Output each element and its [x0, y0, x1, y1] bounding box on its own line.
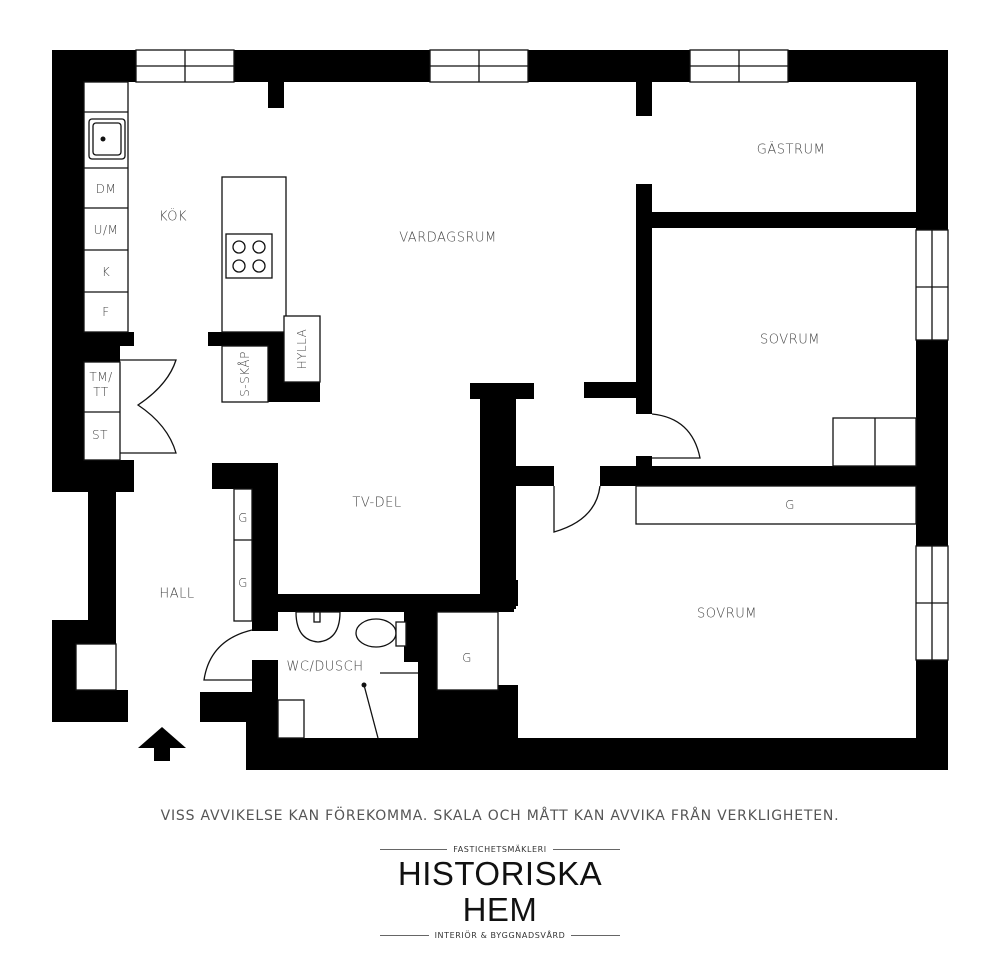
fixture-label-freezer: F	[102, 305, 110, 319]
room-label-guest-room: GÄSTRUM	[756, 142, 826, 158]
room-label-kitchen: KÖK	[158, 209, 188, 225]
divider	[552, 849, 621, 850]
logo-wordmark: HISTORISKA HEM	[397, 855, 603, 928]
room-label-bedroom-1: SOVRUM	[760, 332, 820, 348]
sink-icon	[88, 118, 126, 160]
fixture-label-closet: S-SKÅP	[238, 351, 252, 397]
logo-tagline-bottom: INTERIÖR & BYGGNADSVÅRD	[434, 931, 566, 940]
entrance-arrow-icon	[138, 727, 186, 761]
room-label-bathroom: WC/DUSCH	[286, 659, 364, 675]
fixture-label-microwave-oven: U/M	[93, 223, 119, 237]
brand-logo: FASTICHETSMÄKLERI HISTORISKA HEM INTERIÖ…	[380, 845, 621, 940]
divider	[380, 849, 448, 850]
walls	[52, 50, 948, 770]
fixture-label-wardrobe: G	[785, 498, 795, 512]
fixture-label-washer-dryer: TM/ TT	[89, 370, 113, 399]
windows	[135, 49, 949, 661]
divider	[571, 935, 621, 936]
logo-bottom-line: INTERIÖR & BYGGNADSVÅRD	[380, 931, 621, 940]
room-label-living-room: VARDAGSRUM	[399, 230, 497, 246]
bedroom-fixtures	[436, 413, 917, 691]
floor-plan	[52, 49, 949, 770]
fixture-label-wardrobe: G	[238, 576, 248, 590]
room-label-bedroom-2: SOVRUM	[697, 606, 757, 622]
fixture-label-wardrobe: G	[238, 511, 248, 525]
fixture-label-shelf: HYLLA	[295, 328, 309, 370]
stove-icon	[225, 233, 273, 279]
divider	[380, 935, 429, 936]
fixture-label-dishwasher: DM	[95, 182, 117, 196]
logo-top-line: FASTICHETSMÄKLERI	[380, 845, 621, 854]
logo-tagline-top: FASTICHETSMÄKLERI	[453, 845, 547, 854]
hall-fixtures	[75, 488, 253, 691]
bathroom-fixtures	[277, 611, 418, 739]
fixture-label-cleaning-closet: ST	[92, 428, 108, 442]
fixture-label-fridge: K	[101, 265, 111, 279]
room-label-hall: HALL	[159, 586, 195, 602]
kitchen-fixtures	[83, 81, 321, 461]
disclaimer-text: VISS AVVIKELSE KAN FÖREKOMMA. SKALA OCH …	[160, 808, 840, 824]
room-label-tv-area: TV-DEL	[352, 495, 402, 511]
fixture-label-wardrobe: G	[462, 651, 472, 665]
